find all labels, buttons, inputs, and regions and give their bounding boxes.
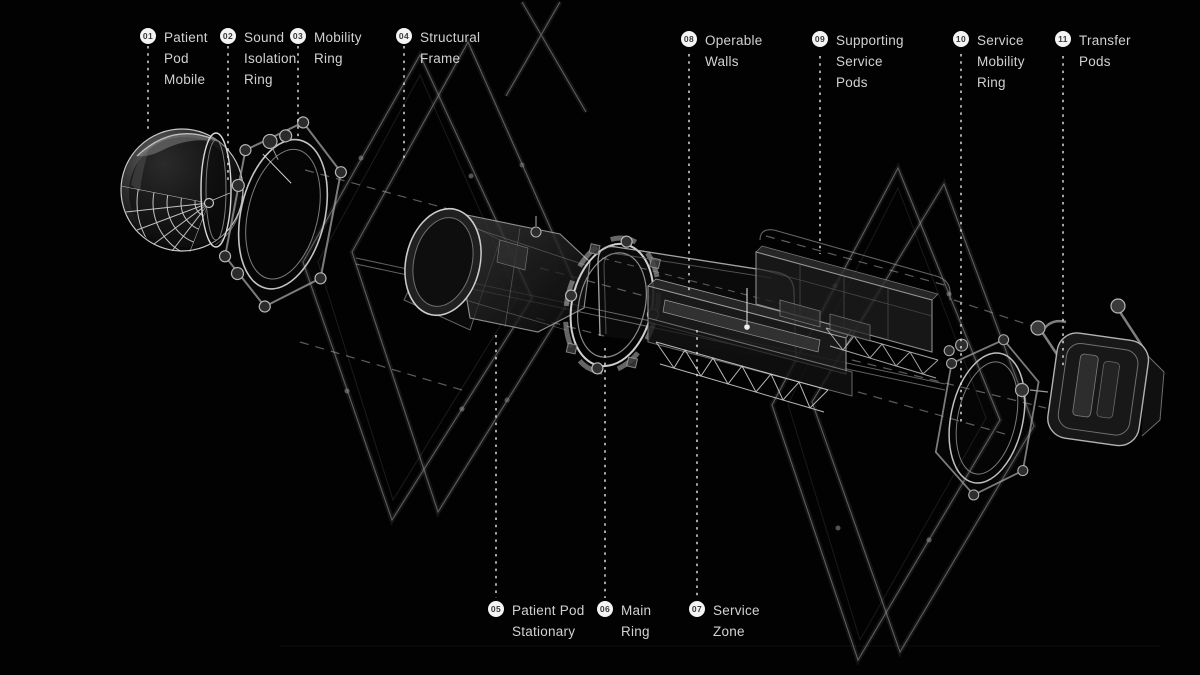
- callout-mobility-ring: 03 Mobility Ring: [290, 27, 362, 69]
- label-supporting-service-pods: Supporting Service Pods: [836, 33, 904, 90]
- callout-operable-walls: 08 Operable Walls: [681, 30, 763, 72]
- badge-06: 06: [597, 601, 613, 617]
- callout-service-mobility-ring: 10 Service Mobility Ring: [953, 30, 1025, 93]
- label-patient-pod-stationary: Patient Pod Stationary: [512, 603, 585, 639]
- badge-09: 09: [812, 31, 828, 47]
- badge-10: 10: [953, 31, 969, 47]
- callout-patient-pod-stationary: 05 Patient Pod Stationary: [488, 600, 585, 642]
- supporting-service-pods: [755, 229, 951, 353]
- badge-11: 11: [1055, 31, 1071, 47]
- service-zone: [647, 278, 939, 413]
- callout-structural-frame: 04 Structural Frame: [396, 27, 480, 69]
- callout-leader-lines: [147, 46, 1064, 598]
- label-mobility-ring: Mobility Ring: [314, 30, 362, 66]
- label-operable-walls: Operable Walls: [705, 33, 763, 69]
- callout-sound-isolation-ring: 02 Sound Isolation Ring: [220, 27, 297, 90]
- callout-transfer-pods: 11 Transfer Pods: [1055, 30, 1131, 72]
- callout-supporting-service-pods: 09 Supporting Service Pods: [812, 30, 904, 93]
- label-service-mobility-ring: Service Mobility Ring: [977, 33, 1025, 90]
- structural-frame-left: [300, 0, 589, 526]
- badge-01: 01: [140, 28, 156, 44]
- badge-03: 03: [290, 28, 306, 44]
- label-transfer-pods: Transfer Pods: [1079, 33, 1131, 69]
- callout-main-ring: 06 Main Ring: [597, 600, 651, 642]
- service-mobility-ring: [934, 334, 1040, 501]
- badge-08: 08: [681, 31, 697, 47]
- label-main-ring: Main Ring: [621, 603, 652, 639]
- transfer-pods: [1014, 298, 1165, 447]
- label-sound-isolation-ring: Sound Isolation Ring: [244, 30, 297, 87]
- badge-07: 07: [689, 601, 705, 617]
- label-service-zone: Service Zone: [713, 603, 760, 639]
- badge-05: 05: [488, 601, 504, 617]
- label-patient-pod-mobile: Patient Pod Mobile: [164, 30, 208, 87]
- badge-02: 02: [220, 28, 236, 44]
- patient-pod-stationary: [403, 207, 591, 333]
- isolation-and-mobility-ring: [218, 116, 348, 313]
- callout-patient-pod-mobile: 01 Patient Pod Mobile: [140, 27, 208, 90]
- pod-mesh-net: [122, 186, 209, 252]
- label-structural-frame: Structural Frame: [420, 30, 481, 66]
- truss-zigzag-main: [655, 341, 829, 413]
- badge-04: 04: [396, 28, 412, 44]
- callout-service-zone: 07 Service Zone: [689, 600, 760, 642]
